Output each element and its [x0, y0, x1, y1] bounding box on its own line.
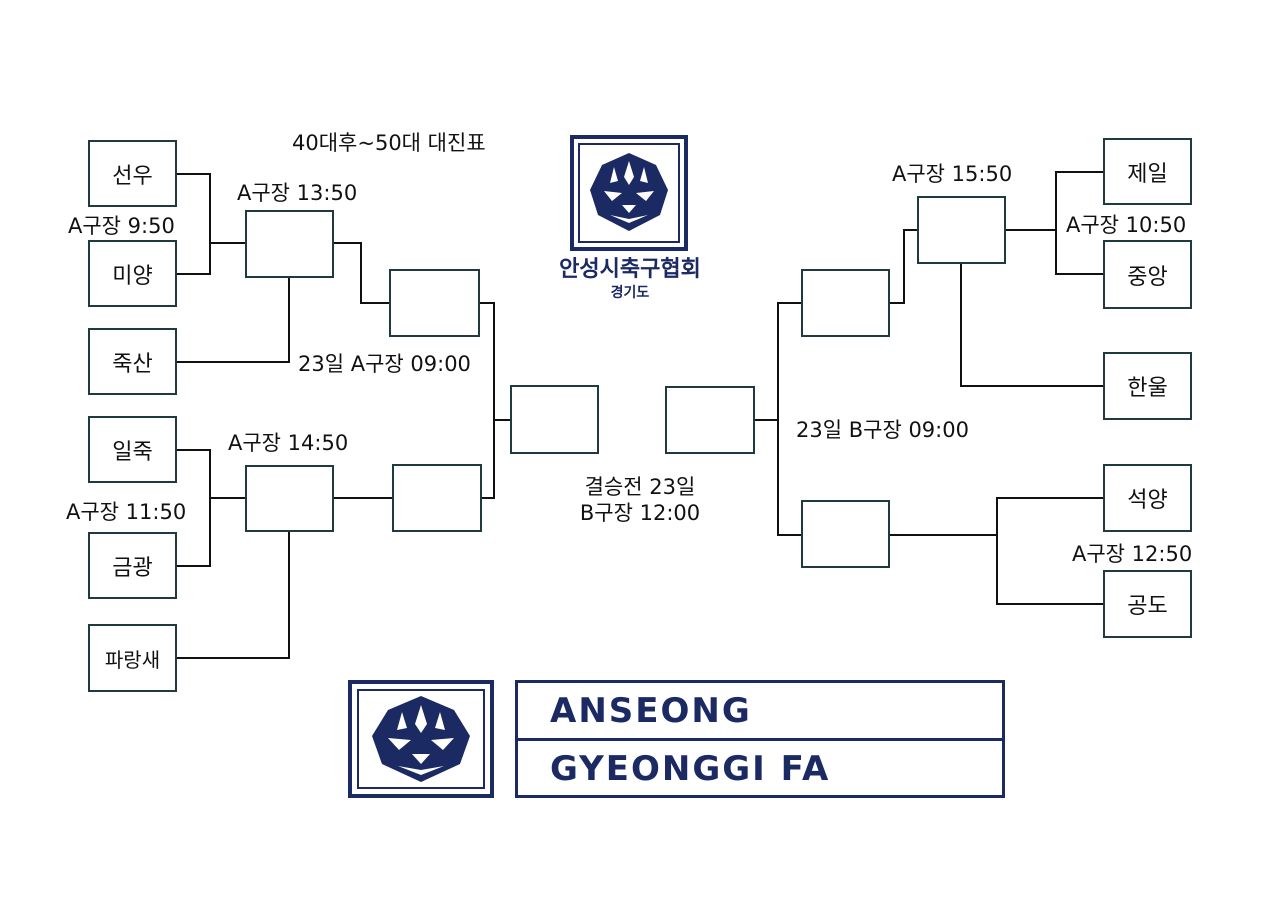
- team-box-jeil: 제일: [1103, 138, 1192, 205]
- match-label-left-top: A구장 13:50: [237, 181, 358, 205]
- team-box-parangsae: 파랑새: [88, 624, 177, 692]
- match-box-left-bottom: [245, 465, 334, 532]
- match-label-right-top: A구장 15:50: [892, 162, 1013, 186]
- match-label-iljuk-geumgwang: A구장 11:50: [66, 500, 187, 524]
- match-label-seokyang-gongdo: A구장 12:50: [1072, 542, 1193, 566]
- team-box-miyang: 미양: [88, 240, 177, 307]
- team-box-seonwoo: 선우: [88, 140, 177, 207]
- team-box-jungang: 중앙: [1103, 240, 1192, 309]
- bracket-title: 40대후~50대 대진표: [292, 131, 486, 155]
- match-label-jeil-jungang: A구장 10:50: [1066, 213, 1187, 237]
- banner-line-2: GYEONGGI FA: [550, 749, 831, 789]
- match-box-right-top: [917, 196, 1006, 264]
- match-box-left-top: [245, 210, 334, 278]
- team-box-iljuk: 일죽: [88, 416, 177, 483]
- match-label-left-bottom: A구장 14:50: [228, 431, 349, 455]
- semi-box-right-bottom: [801, 500, 890, 568]
- association-name: 안성시축구협회: [559, 257, 701, 282]
- match-label-final: 결승전 23일 B구장 12:00: [540, 474, 740, 526]
- semi-box-left-bottom: [392, 464, 482, 532]
- final-box-left: [510, 385, 599, 454]
- tiger-emblem-large-icon: [348, 680, 494, 798]
- team-box-seokyang: 석양: [1103, 464, 1192, 532]
- match-label-semi-left: 23일 A구장 09:00: [298, 352, 471, 376]
- final-box-right: [665, 386, 755, 454]
- match-label-seonwoo-miyang: A구장 9:50: [68, 214, 175, 238]
- semi-box-right-top: [801, 269, 890, 337]
- final-label-line1: 결승전 23일: [584, 475, 696, 499]
- tiger-emblem-icon: [570, 135, 688, 251]
- fa-banner: ANSEONG GYEONGGI FA: [515, 680, 1005, 798]
- final-label-line2: B구장 12:00: [579, 501, 701, 525]
- association-region: 경기도: [610, 285, 650, 301]
- match-label-semi-right: 23일 B구장 09:00: [796, 418, 969, 442]
- team-box-gongdo: 공도: [1103, 570, 1192, 638]
- team-box-hanul: 한울: [1103, 352, 1192, 420]
- banner-divider: [518, 738, 1002, 741]
- banner-line-1: ANSEONG: [550, 691, 752, 731]
- semi-box-left-top: [389, 269, 480, 337]
- team-box-juksan: 죽산: [88, 328, 177, 395]
- team-box-geumgwang: 금광: [88, 532, 177, 599]
